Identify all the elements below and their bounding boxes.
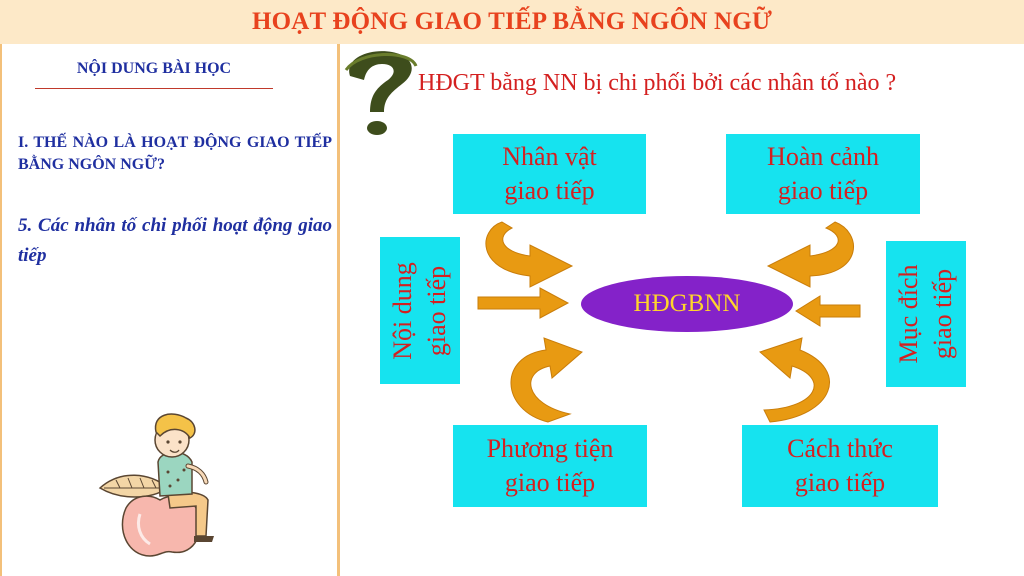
arrow-from-participant — [485, 221, 574, 288]
node-means: Phương tiện giao tiếp — [453, 425, 647, 507]
section-1-heading: I. THẾ NÀO LÀ HOẠT ĐỘNG GIAO TIẾP BẰNG N… — [18, 134, 332, 173]
center-node: HĐGBNN — [581, 276, 793, 332]
arrow-from-content — [477, 287, 570, 319]
node-context: Hoàn cảnh giao tiếp — [726, 134, 920, 214]
arrow-from-means — [510, 337, 583, 423]
arrow-from-purpose — [795, 295, 861, 327]
arrow-from-manner — [759, 337, 830, 423]
node-purpose: Mục đích giao tiếp — [886, 241, 966, 387]
slide-title: HOẠT ĐỘNG GIAO TIẾP BẰNG NGÔN NGỮ — [251, 8, 773, 35]
node-participant-line-1: Nhân vật — [502, 142, 597, 171]
node-manner-line-1: Cách thức — [787, 434, 893, 463]
node-means-line-1: Phương tiện — [486, 434, 614, 463]
lesson-heading: NỘI DUNG BÀI HỌC — [76, 60, 232, 77]
boy-on-apple-illustration — [98, 413, 214, 557]
node-means-line-2: giao tiếp — [504, 468, 596, 497]
section-5-heading: 5. Các nhân tố chi phối hoạt động giao t… — [18, 215, 332, 266]
node-manner: Cách thức giao tiếp — [742, 425, 938, 507]
node-participant-line-2: giao tiếp — [504, 176, 595, 205]
question-text: HĐGT bằng NN bị chi phối bởi các nhân tố… — [418, 70, 897, 96]
lesson-heading-underline — [35, 88, 273, 89]
node-context-line-2: giao tiếp — [777, 176, 869, 205]
sidebar-edge — [0, 44, 2, 576]
node-content: Nội dung giao tiếp — [380, 237, 460, 384]
arrow-from-context — [766, 221, 854, 288]
node-participant: Nhân vật giao tiếp — [453, 134, 646, 214]
title-bar: HOẠT ĐỘNG GIAO TIẾP BẰNG NGÔN NGỮ — [0, 0, 1024, 44]
node-context-line-1: Hoàn cảnh — [767, 142, 879, 171]
node-manner-line-2: giao tiếp — [794, 468, 886, 497]
